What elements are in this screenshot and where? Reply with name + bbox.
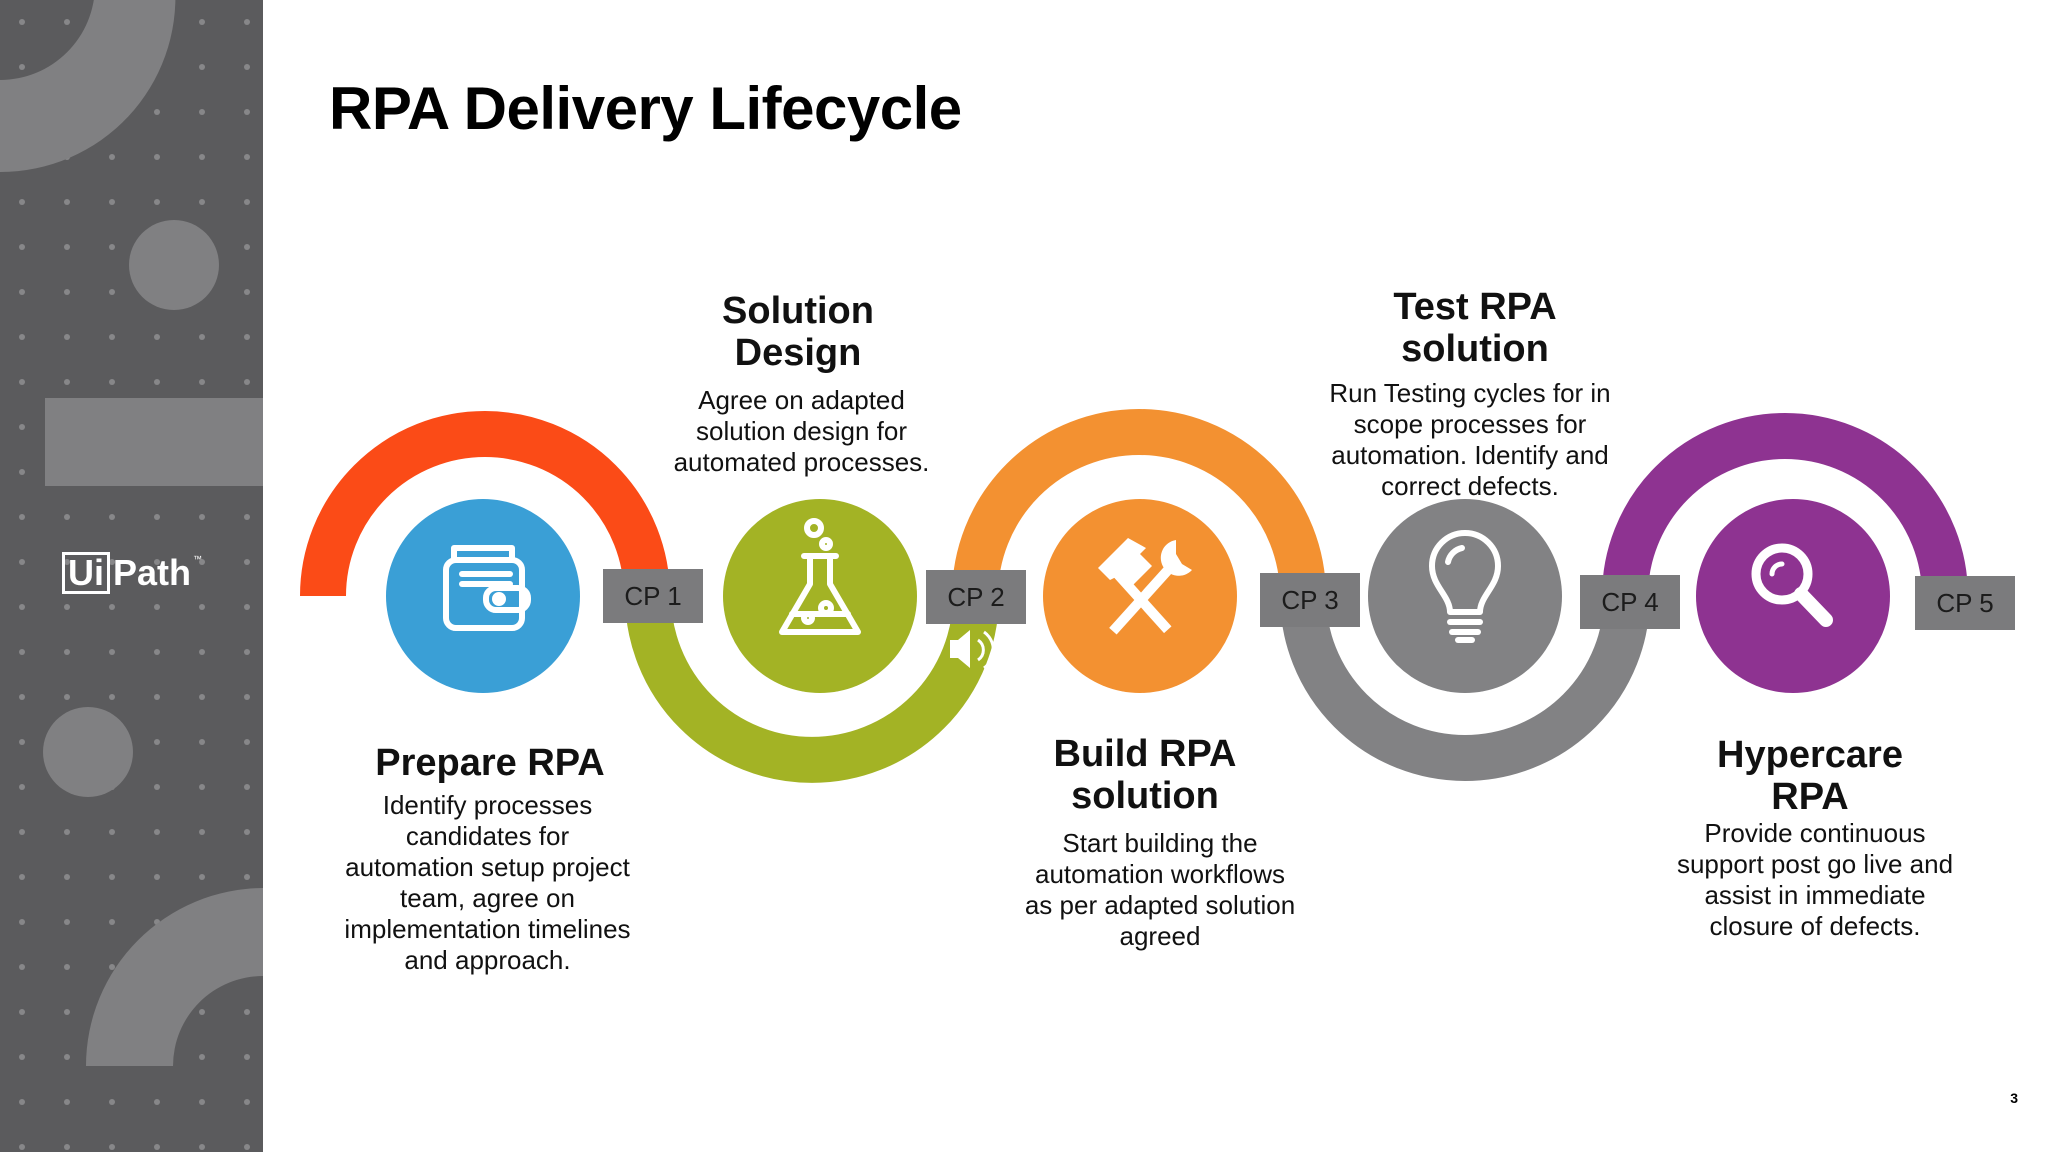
phase-3-desc: Start building the automation workflows … xyxy=(1024,828,1296,951)
phase-1-arc xyxy=(300,411,670,597)
hammer-wrench-icon xyxy=(1098,538,1192,635)
phase-4-desc: Run Testing cycles for in scope processe… xyxy=(1329,378,1611,501)
wallet-icon xyxy=(443,545,531,631)
logo-text: Path xyxy=(113,552,192,593)
checkpoint-3: CP 3 xyxy=(1260,573,1360,627)
logo-box-text: Ui xyxy=(62,552,110,594)
slide-title: RPA Delivery Lifecycle xyxy=(329,75,962,142)
phase-1-desc: Identify processes candidates for automa… xyxy=(344,790,631,975)
sidebar-panel: Ui Path ™ xyxy=(0,0,263,1152)
phase-2-title: Solution Design xyxy=(722,290,874,374)
flask-icon xyxy=(779,518,861,635)
logo-trademark: ™ xyxy=(193,554,203,564)
phase-5-arc xyxy=(1602,413,1968,597)
phase-4-title: Test RPA solution xyxy=(1393,286,1557,370)
phase-1-circle xyxy=(386,499,580,693)
sidebar-pattern xyxy=(0,0,263,1152)
page-number: 3 xyxy=(2010,1090,2018,1106)
checkpoint-4: CP 4 xyxy=(1580,575,1680,629)
phase-4-arc xyxy=(1280,595,1650,781)
phase-5-title: Hypercare RPA xyxy=(1717,734,1903,818)
phase-3-arc xyxy=(952,409,1326,597)
checkpoint-1: CP 1 xyxy=(603,569,703,623)
phase-5-desc: Provide continuous support post go live … xyxy=(1676,818,1954,941)
speaker-icon xyxy=(950,630,995,670)
magnifier-icon xyxy=(1751,543,1833,627)
phase-2-arc xyxy=(625,595,999,783)
uipath-logo: Ui Path ™ xyxy=(62,552,202,594)
lightbulb-icon xyxy=(1429,530,1501,643)
checkpoint-2: CP 2 xyxy=(926,570,1026,624)
phase-2-circle xyxy=(723,499,917,693)
phase-3-title: Build RPA solution xyxy=(1053,733,1237,817)
phase-1-title: Prepare RPA xyxy=(375,742,605,784)
phase-4-circle xyxy=(1368,499,1562,693)
phase-2-desc: Agree on adapted solution design for aut… xyxy=(673,385,930,477)
checkpoint-5: CP 5 xyxy=(1915,576,2015,630)
